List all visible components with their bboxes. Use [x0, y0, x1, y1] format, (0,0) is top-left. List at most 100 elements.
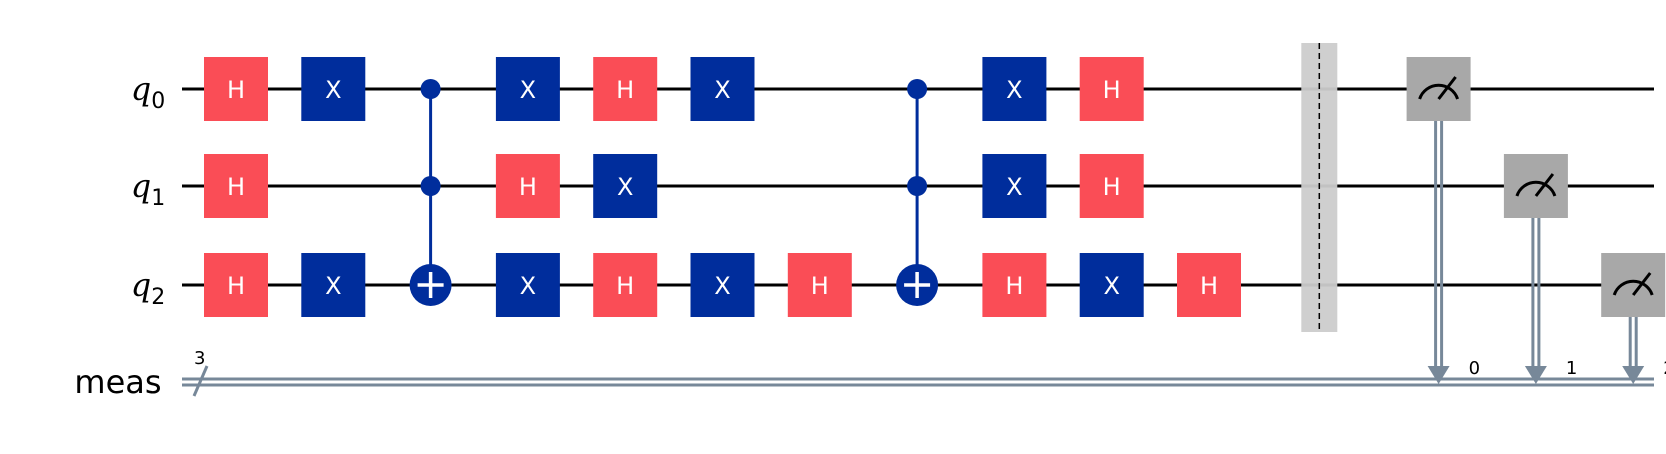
- gate-label: X: [1006, 76, 1022, 104]
- qubit-label-index: 0: [151, 89, 165, 114]
- gate-label: X: [325, 272, 341, 300]
- measure-arrow-icon: [1427, 366, 1450, 384]
- gate-label: X: [1103, 272, 1119, 300]
- gate-label: X: [617, 173, 633, 201]
- gate-label: X: [714, 76, 730, 104]
- gate-label: H: [616, 272, 634, 300]
- meter-icon: [1612, 272, 1654, 296]
- meter-needle: [1437, 76, 1457, 100]
- gate-label: X: [520, 272, 536, 300]
- x-gate-q0: X: [982, 57, 1047, 121]
- classical-bundle-slash: [192, 365, 209, 397]
- gate-box: [690, 57, 755, 121]
- meter-arc: [1612, 279, 1654, 296]
- meter-needle: [1632, 272, 1652, 296]
- h-gate-q0: H: [593, 57, 658, 121]
- x-gate-q0: X: [301, 57, 366, 121]
- gate-box: [982, 154, 1047, 218]
- h-gate-q1: H: [1079, 154, 1144, 218]
- clbit-index-label: 0: [1469, 358, 1480, 379]
- meter-arc: [1515, 180, 1557, 197]
- gate-box: [204, 154, 268, 218]
- gate-box: [1079, 154, 1144, 218]
- qubit-label-q2: q2: [131, 266, 165, 310]
- measure-arrow-icon: [1622, 366, 1645, 384]
- ccx-gate: [409, 79, 452, 306]
- measure-gate-q0: 0: [1406, 57, 1480, 384]
- qubit-label-index: 2: [151, 285, 165, 310]
- x-gate-q2: X: [301, 253, 366, 317]
- h-gate-q1: H: [495, 154, 560, 218]
- h-gate-q2: H: [593, 253, 658, 317]
- gate-box: [593, 154, 658, 218]
- gate-label: H: [811, 272, 829, 300]
- gate-box: [204, 57, 268, 121]
- h-gate-q2: H: [204, 253, 268, 317]
- gate-label: H: [1103, 76, 1121, 104]
- ccx-gate: [896, 79, 939, 306]
- x-gate-q2: X: [1079, 253, 1144, 317]
- qubit-label-index: 1: [151, 186, 165, 211]
- gate-box: [301, 57, 366, 121]
- x-gate-q1: X: [593, 154, 658, 218]
- h-gate-q2: H: [982, 253, 1047, 317]
- gate-label: H: [227, 76, 245, 104]
- meter-icon: [1418, 76, 1460, 100]
- gate-label: X: [714, 272, 730, 300]
- gate-box: [982, 57, 1047, 121]
- qubit-label-q0: q0: [131, 70, 165, 114]
- gate-box: [495, 253, 560, 317]
- control-dot-q0: [420, 79, 441, 99]
- h-gate-q0: H: [1079, 57, 1144, 121]
- control-dot-q0: [907, 79, 928, 99]
- clbit-index-label: 1: [1566, 358, 1577, 379]
- measure-gate-q2: 2: [1601, 253, 1666, 384]
- control-dot-q1: [907, 176, 928, 196]
- target-xor-icon: [896, 264, 939, 306]
- gate-box: [690, 253, 755, 317]
- measure-gate-q1: 1: [1503, 154, 1577, 384]
- measure-arrow-icon: [1524, 366, 1547, 384]
- measure-box: [1601, 253, 1666, 317]
- gate-label: H: [1103, 173, 1121, 201]
- gate-box: [1177, 253, 1241, 317]
- x-gate-q1: X: [982, 154, 1047, 218]
- meter-icon: [1515, 173, 1557, 197]
- gate-box: [787, 253, 852, 317]
- gate-box: [204, 253, 268, 317]
- barrier: [1301, 43, 1338, 332]
- gate-label: H: [519, 173, 537, 201]
- gate-label: H: [227, 272, 245, 300]
- meter-arc: [1418, 83, 1460, 100]
- measure-box: [1406, 57, 1471, 121]
- gate-label: H: [227, 173, 245, 201]
- gate-label: H: [616, 76, 634, 104]
- gate-box: [1079, 253, 1144, 317]
- gate-label: H: [1200, 272, 1218, 300]
- gate-box: [495, 57, 560, 121]
- h-gate-q1: H: [204, 154, 268, 218]
- classical-register-label: meas: [74, 363, 161, 401]
- control-dot-q1: [420, 176, 441, 196]
- gate-box: [593, 253, 658, 317]
- x-gate-q2: X: [690, 253, 755, 317]
- classical-bundle-width: 3: [194, 348, 205, 369]
- gate-box: [593, 57, 658, 121]
- qubit-label-symbol: q: [131, 70, 151, 108]
- target-xor-icon: [409, 264, 452, 306]
- clbit-index-label: 2: [1663, 358, 1666, 379]
- gate-box: [1079, 57, 1144, 121]
- gate-box: [301, 253, 366, 317]
- h-gate-q2: H: [787, 253, 852, 317]
- h-gate-q2: H: [1177, 253, 1241, 317]
- h-gate-q0: H: [204, 57, 268, 121]
- x-gate-q2: X: [495, 253, 560, 317]
- gate-box: [495, 154, 560, 218]
- qubit-label-symbol: q: [131, 167, 151, 205]
- qubit-label-q1: q1: [131, 167, 165, 211]
- meter-needle: [1534, 173, 1555, 197]
- gate-label: X: [325, 76, 341, 104]
- qubit-label-symbol: q: [131, 266, 151, 304]
- gate-label: X: [520, 76, 536, 104]
